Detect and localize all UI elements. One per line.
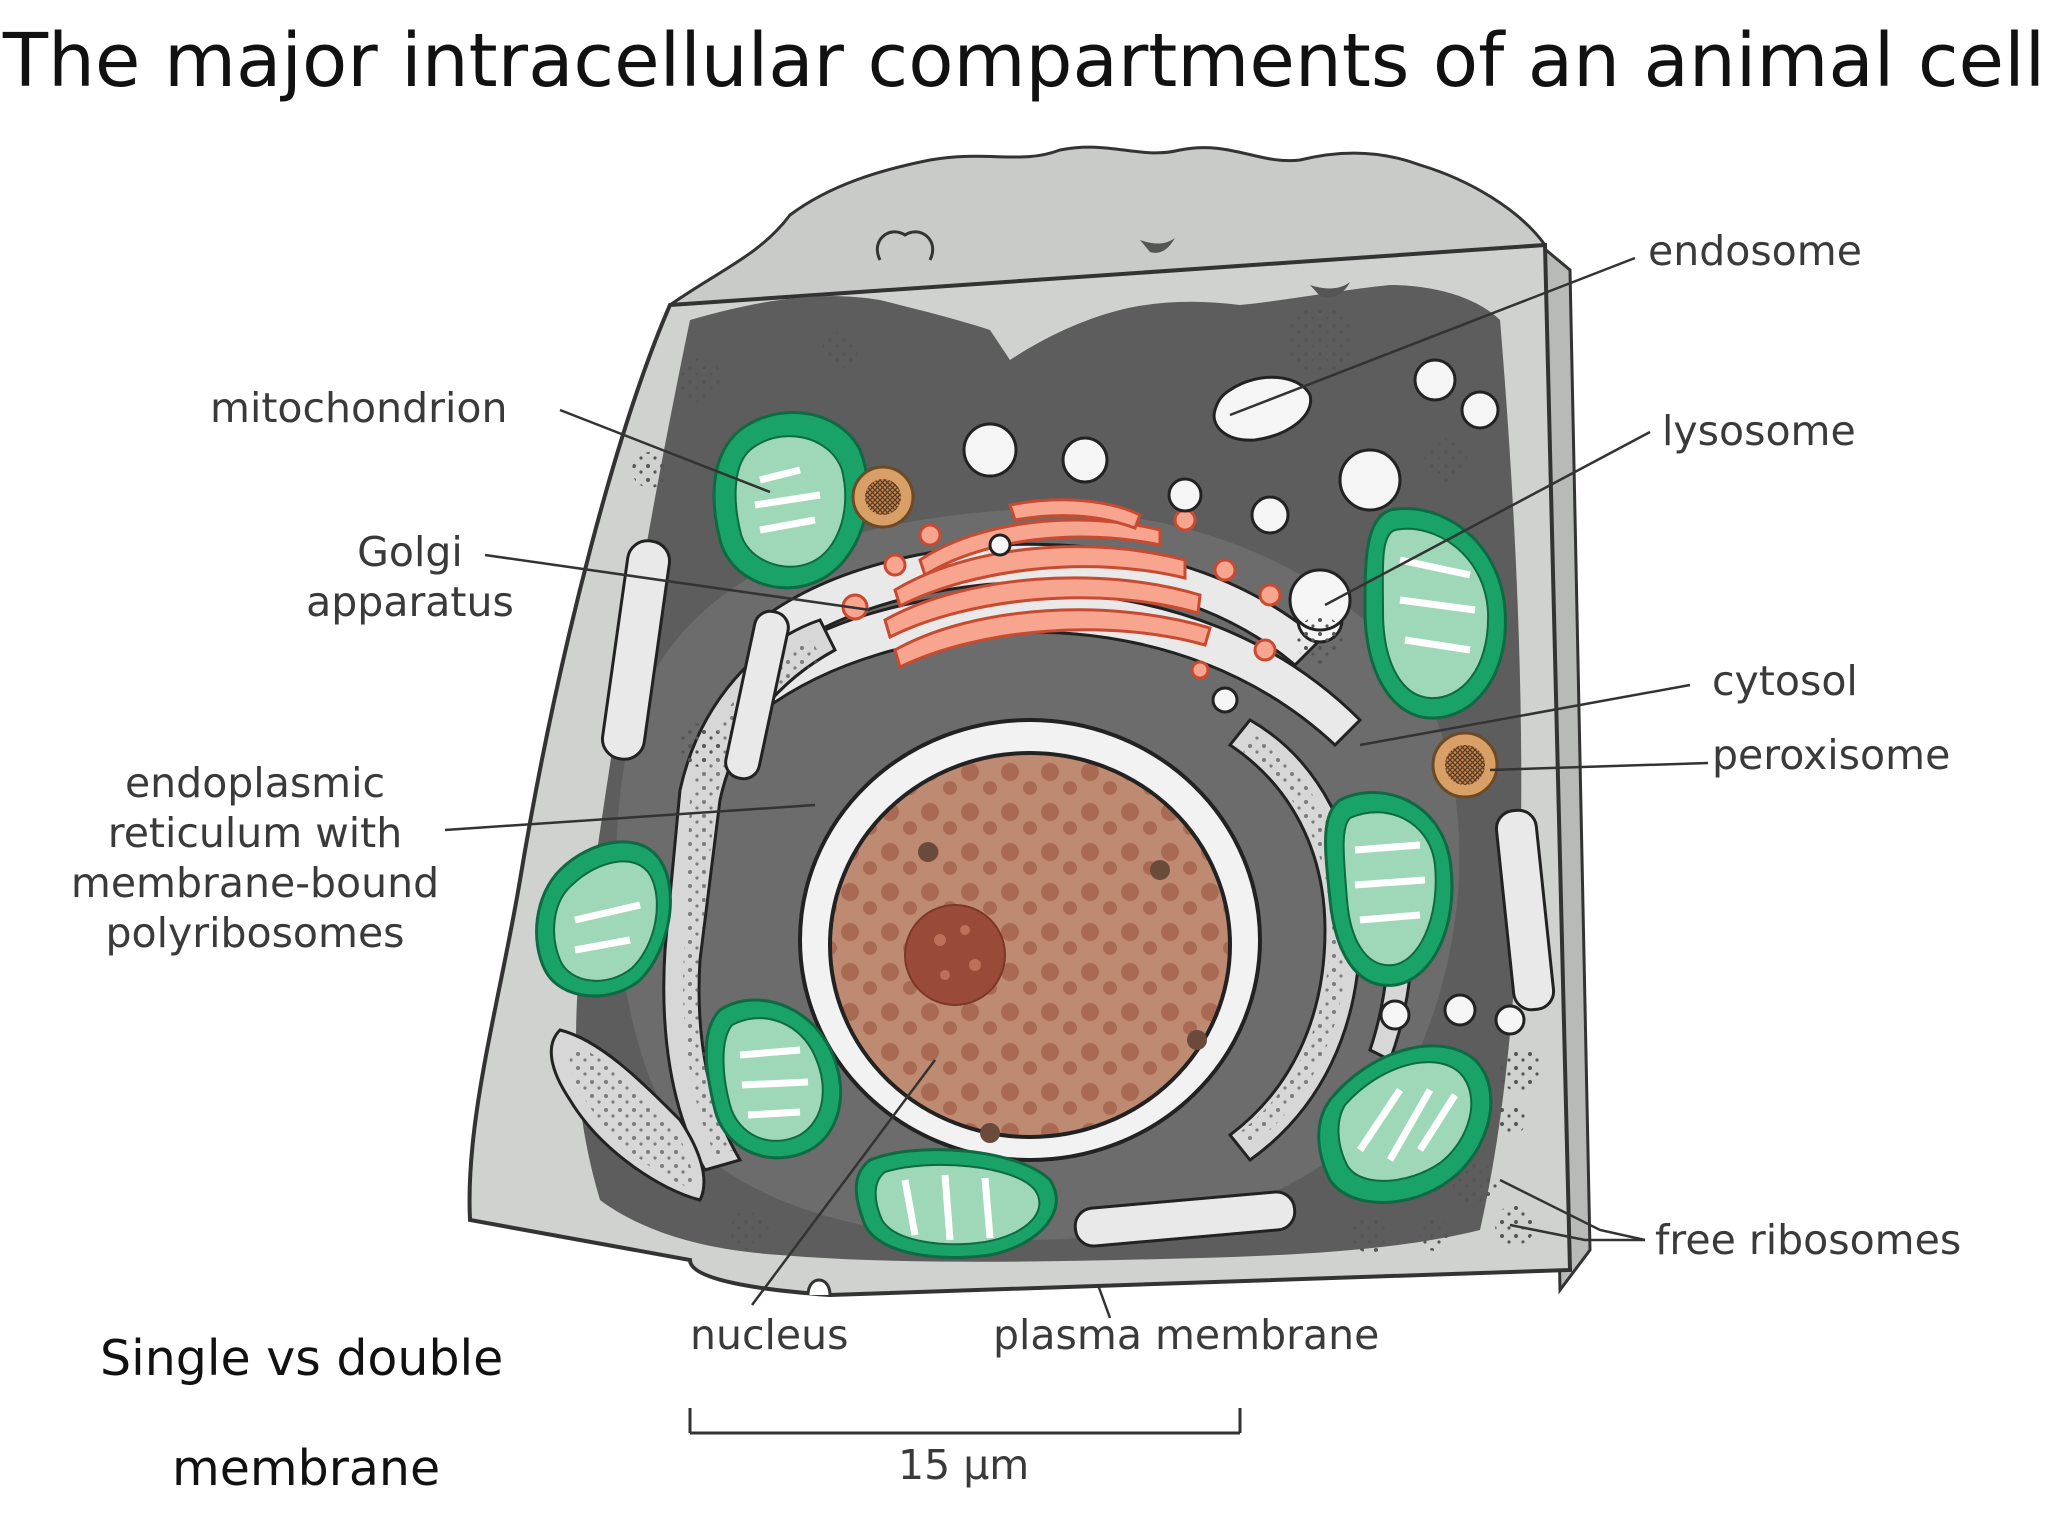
mitochondrion-2 [1363,507,1507,720]
mitochondrion-3 [1324,791,1454,987]
leader-free-ribosomes-1 [1499,1178,1646,1242]
label-free-ribosomes: free ribosomes [1655,1216,1962,1264]
leader-plasma-membrane [1096,1284,1112,1319]
label-golgi: Golgi apparatus [285,527,535,627]
mitochondrion-7 [535,840,672,998]
label-er-line4: polyribosomes [105,909,405,958]
label-endosome: endosome [1648,227,1862,275]
scale-bar-label: 15 µm [898,1441,1030,1489]
peroxisome-2 [1431,731,1499,799]
label-er-line3: membrane-bound [70,859,440,908]
mitochondrion-6 [854,1148,1058,1259]
leader-er [444,803,816,832]
label-plasma-membrane: plasma membrane [993,1311,1380,1359]
label-peroxisome: peroxisome [1712,731,1951,779]
mitochondrion-5 [704,998,843,1160]
leader-cytosol [1359,683,1691,747]
scale-bar [688,1408,1242,1435]
leader-lysosome [1324,430,1651,607]
label-cytosol: cytosol [1712,657,1858,705]
label-er: endoplasmic reticulum with membrane-boun… [40,758,470,958]
leader-lines [444,256,1709,1319]
nucleus-body [828,751,1232,1139]
leader-endosome [1229,256,1636,417]
label-golgi-line1: Golgi [357,528,463,576]
leader-mitochondrion [559,408,771,494]
mitochondrion-4 [1317,1044,1493,1204]
ribosome-clusters [632,306,1542,1253]
label-golgi-line2: apparatus [306,578,514,627]
nucleolus [904,904,1006,1006]
label-nucleus: nucleus [690,1311,849,1359]
leader-free-ribosomes-2 [1509,1223,1645,1242]
golgi-stack [883,498,1212,670]
label-lysosome: lysosome [1662,407,1856,455]
note-line2: membrane [172,1440,441,1497]
label-er-line1: endoplasmic [124,759,386,807]
vacuoles [600,539,1556,1248]
label-er-line2: reticulum with [107,809,403,858]
leader-golgi [484,553,871,612]
peroxisome-1 [851,465,915,529]
lysosome [1288,448,1402,632]
leader-nucleus [750,1059,937,1306]
mitochondrion-1 [712,411,870,590]
diagram-title: The major intracellular compartments of … [2,18,2046,104]
leader-peroxisome [1489,761,1709,772]
note-line1: Single vs double [100,1330,504,1387]
label-mitochondrion: mitochondrion [210,384,508,432]
